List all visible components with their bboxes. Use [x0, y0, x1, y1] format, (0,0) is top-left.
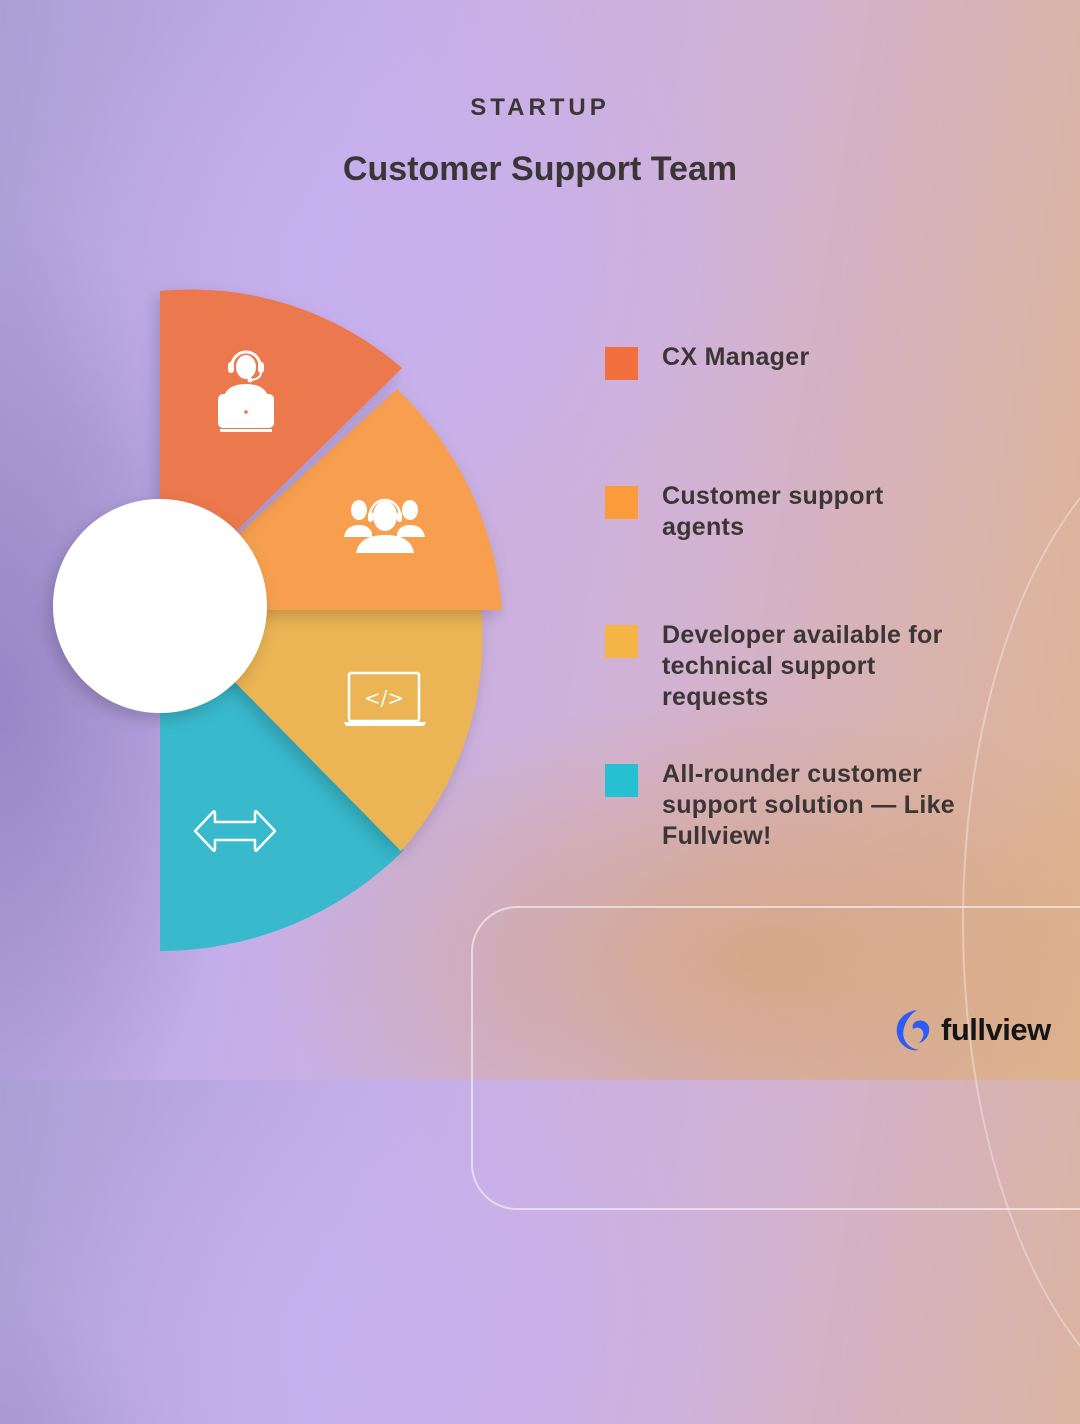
- legend-swatch: [605, 347, 638, 380]
- legend-swatch: [605, 486, 638, 519]
- legend-item-cx-manager: CX Manager: [605, 342, 982, 380]
- brand-name: fullview: [941, 1012, 1051, 1047]
- svg-text:</>: </>: [364, 686, 404, 710]
- double-arrow-icon: [193, 810, 277, 852]
- fullview-logo: fullview: [895, 1008, 1051, 1052]
- center-circle: [53, 499, 267, 713]
- eyebrow-label: STARTUP: [470, 94, 610, 121]
- legend-item-support-agents: Customer support agents: [605, 481, 922, 543]
- legend-label: CX Manager: [662, 343, 810, 371]
- legend-label: Developer available for technical suppor…: [662, 621, 943, 711]
- page-title: Customer Support Team: [342, 150, 738, 188]
- headset-agent-laptop-icon: [218, 350, 274, 432]
- legend-swatch: [605, 764, 638, 797]
- fullview-logo-icon: [896, 1010, 930, 1051]
- legend-item-developer: Developer available for technical suppor…: [605, 620, 978, 713]
- legend-label: Customer support agents: [662, 482, 884, 541]
- legend-item-all-rounder: All-rounder customer support solution — …: [605, 759, 962, 852]
- team-headset-icon: [344, 498, 425, 553]
- legend-swatch: [605, 625, 638, 658]
- legend-label: All-rounder customer support solution — …: [662, 760, 956, 850]
- half-pie-chart: </>: [53, 289, 502, 951]
- laptop-code-icon: </>: [344, 671, 426, 726]
